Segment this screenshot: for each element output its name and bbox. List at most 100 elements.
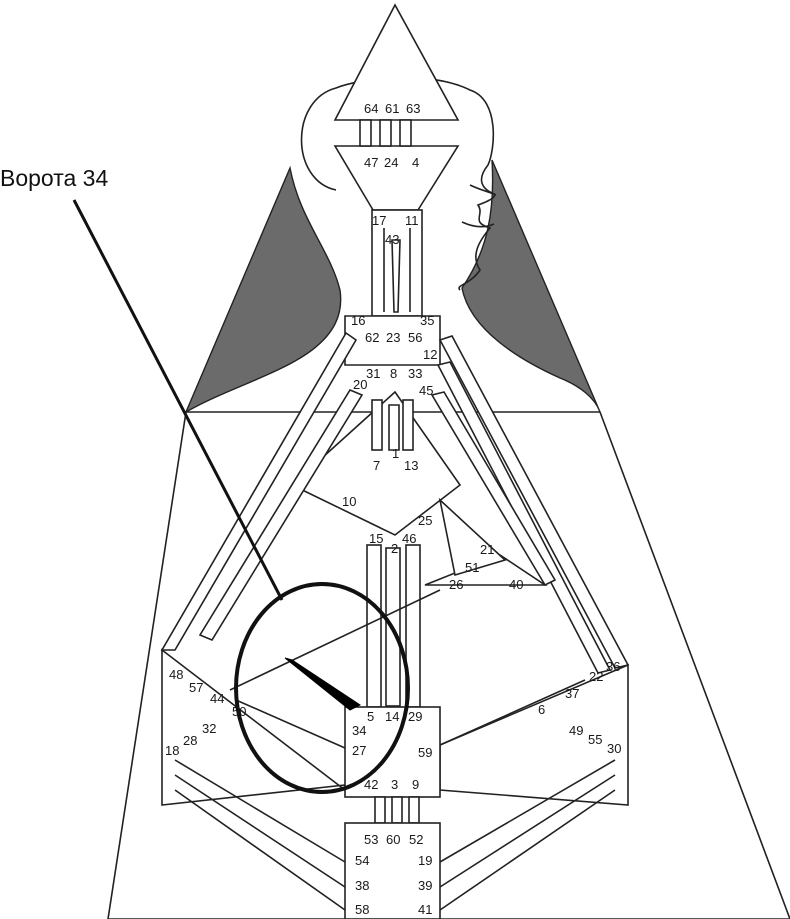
gate-24: 24 bbox=[384, 155, 398, 170]
gate-33: 33 bbox=[408, 366, 422, 381]
gate-41: 41 bbox=[418, 902, 432, 917]
channel-61-24 bbox=[379, 119, 392, 147]
gate-40: 40 bbox=[509, 577, 523, 592]
gate-11: 11 bbox=[405, 213, 419, 228]
gate-37: 37 bbox=[565, 686, 579, 701]
right-shoulder-shape bbox=[461, 159, 601, 413]
gate-57: 57 bbox=[189, 680, 203, 695]
gate-50: 50 bbox=[232, 704, 246, 719]
gate-34: 34 bbox=[352, 723, 366, 738]
gate-25: 25 bbox=[418, 513, 432, 528]
gate-3: 3 bbox=[391, 777, 398, 792]
callout-pointer-line bbox=[72, 199, 284, 601]
gate-4: 4 bbox=[412, 155, 419, 170]
gate-52: 52 bbox=[409, 832, 423, 847]
gate-35: 35 bbox=[420, 313, 434, 328]
gate-60: 60 bbox=[386, 832, 400, 847]
gate-59: 59 bbox=[418, 745, 432, 760]
callout-label: Ворота 34 bbox=[0, 165, 108, 191]
gate-1: 1 bbox=[392, 446, 399, 461]
gate-7: 7 bbox=[373, 458, 380, 473]
gate-61: 61 bbox=[385, 101, 399, 116]
gate-64: 64 bbox=[364, 101, 378, 116]
channel-15-5 bbox=[366, 544, 382, 708]
gate-27: 27 bbox=[352, 743, 366, 758]
gate-29: 29 bbox=[408, 709, 422, 724]
gate-31: 31 bbox=[366, 366, 380, 381]
gate-58: 58 bbox=[355, 902, 369, 917]
channel-16-48 bbox=[160, 331, 358, 651]
channel-43-23 bbox=[391, 239, 401, 313]
gate-36: 36 bbox=[606, 659, 620, 674]
gate-21: 21 bbox=[480, 542, 494, 557]
gate-32: 32 bbox=[202, 721, 216, 736]
gate-20: 20 bbox=[353, 377, 367, 392]
gate-16: 16 bbox=[351, 313, 365, 328]
gate-labels: 64 61 63 47 24 4 17 11 43 16 35 62 23 56… bbox=[165, 101, 621, 917]
gate-2: 2 bbox=[391, 541, 398, 556]
gate-62: 62 bbox=[365, 330, 379, 345]
gate-5: 5 bbox=[367, 709, 374, 724]
gate-28: 28 bbox=[183, 733, 197, 748]
head-silhouette bbox=[300, 76, 496, 291]
channel-20-57 bbox=[198, 388, 364, 642]
gate-26: 26 bbox=[449, 577, 463, 592]
gate-15: 15 bbox=[369, 531, 383, 546]
gate-13: 13 bbox=[404, 458, 418, 473]
gate-19: 19 bbox=[418, 853, 432, 868]
gate-48: 48 bbox=[169, 667, 183, 682]
gate-6: 6 bbox=[538, 702, 545, 717]
gate-53: 53 bbox=[364, 832, 378, 847]
channel-45-21 bbox=[430, 391, 557, 587]
gate-45: 45 bbox=[419, 383, 433, 398]
channel-3-60 bbox=[391, 796, 403, 824]
gate-18: 18 bbox=[165, 743, 179, 758]
gate-43: 43 bbox=[385, 232, 399, 247]
head-centre bbox=[333, 3, 460, 121]
gate-10: 10 bbox=[342, 494, 356, 509]
gate-49: 49 bbox=[569, 723, 583, 738]
channel-41-30 bbox=[439, 789, 616, 911]
channel-44-26 bbox=[229, 589, 441, 691]
channel-28-38 bbox=[174, 774, 346, 888]
gate-23: 23 bbox=[386, 330, 400, 345]
gate-44: 44 bbox=[210, 691, 224, 706]
nose-line bbox=[469, 184, 497, 196]
gate-14: 14 bbox=[385, 709, 399, 724]
channel-9-52 bbox=[408, 796, 420, 824]
channel-32-54 bbox=[174, 759, 346, 863]
gate-51: 51 bbox=[465, 560, 479, 575]
gate-22: 22 bbox=[589, 669, 603, 684]
gate-55: 55 bbox=[588, 732, 602, 747]
gate-47: 47 bbox=[364, 155, 378, 170]
gate-54: 54 bbox=[355, 853, 369, 868]
gate-9: 9 bbox=[412, 777, 419, 792]
gate-17: 17 bbox=[372, 213, 386, 228]
gate-12: 12 bbox=[423, 347, 437, 362]
gate-30: 30 bbox=[607, 741, 621, 756]
gate-8: 8 bbox=[390, 366, 397, 381]
channel-64-47 bbox=[359, 119, 372, 147]
left-shoulder-shape bbox=[184, 165, 342, 414]
channel-12-22 bbox=[436, 361, 612, 674]
gate-39: 39 bbox=[418, 878, 432, 893]
gate-34-circle bbox=[234, 582, 410, 794]
spleen-centre bbox=[161, 648, 346, 806]
channel-63-4 bbox=[399, 119, 412, 147]
channel-35-36 bbox=[438, 335, 630, 669]
channel-19-49 bbox=[439, 759, 616, 863]
channel-39-55 bbox=[439, 774, 616, 888]
channel-7-31 bbox=[371, 399, 383, 451]
channel-59-6 bbox=[439, 679, 586, 746]
gate-42: 42 bbox=[364, 777, 378, 792]
channel-25-51 bbox=[438, 497, 507, 577]
gate-34-highlight bbox=[284, 657, 361, 711]
channel-13-33 bbox=[402, 399, 414, 451]
gate-56: 56 bbox=[408, 330, 422, 345]
channel-50-27 bbox=[235, 699, 346, 749]
channel-42-53 bbox=[374, 796, 386, 824]
gate-63: 63 bbox=[406, 101, 420, 116]
root-centre bbox=[344, 822, 441, 919]
mouth-line bbox=[461, 221, 495, 228]
